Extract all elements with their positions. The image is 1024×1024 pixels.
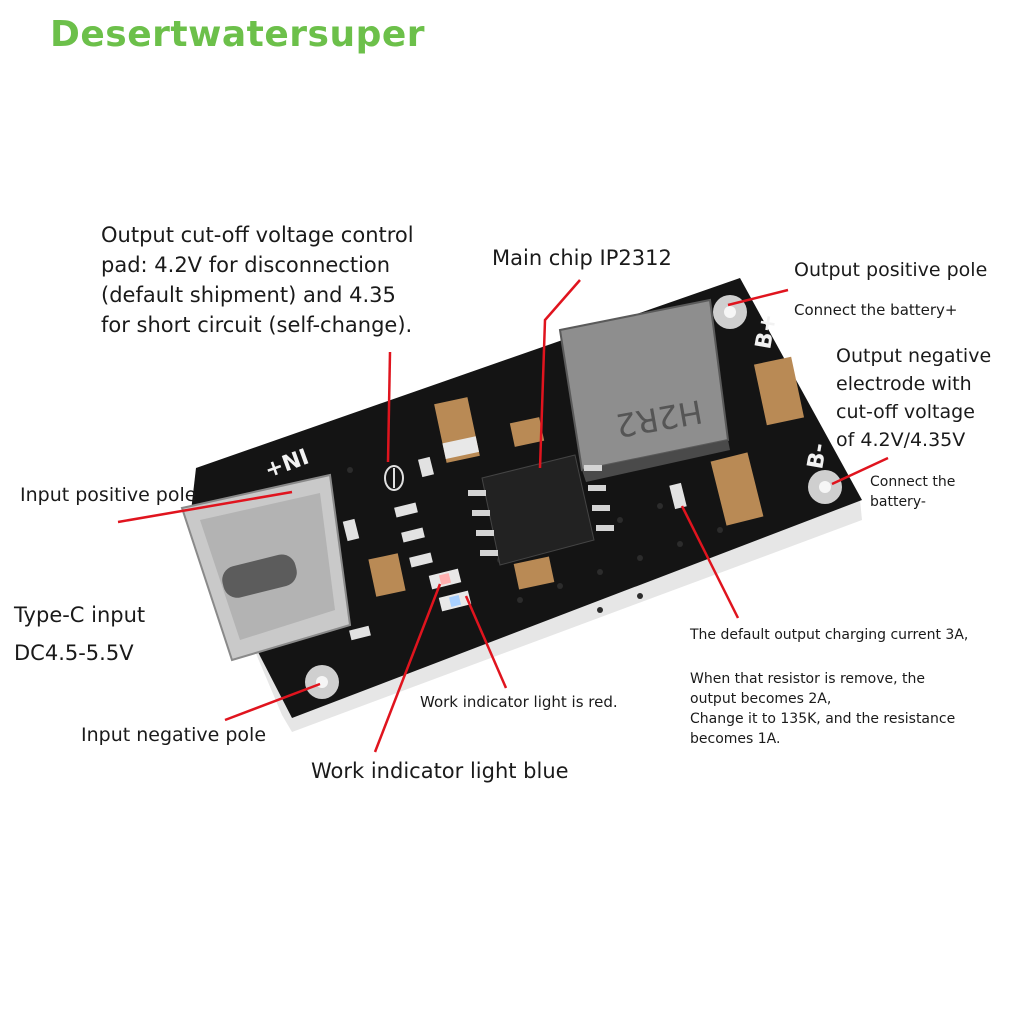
pointer-work-blue bbox=[373, 583, 442, 753]
pointer-main-chip bbox=[538, 279, 581, 469]
label-typec-input: Type-C input bbox=[14, 603, 146, 627]
label-connect-battery-neg: Connect the battery- bbox=[870, 472, 955, 512]
led-red bbox=[428, 568, 462, 590]
pointer-cutoff bbox=[386, 351, 392, 463]
label-cutoff-pad: Output cut-off voltage control pad: 4.2V… bbox=[101, 220, 414, 340]
main-chip bbox=[468, 454, 614, 566]
label-output-negative-line-1: Output negative bbox=[836, 345, 992, 367]
label-connect-battery-neg-line-1: Connect the bbox=[870, 474, 956, 490]
label-work-red: Work indicator light is red. bbox=[420, 693, 618, 711]
pad-in-minus bbox=[305, 665, 339, 699]
led-blue bbox=[438, 590, 472, 612]
pointer-lines bbox=[117, 279, 889, 753]
label-charging-current: The default output charging current 3A, … bbox=[690, 625, 968, 749]
pointer-output-positive bbox=[727, 288, 789, 307]
pointer-output-negative bbox=[831, 456, 889, 486]
label-cutoff-pad-line-1: Output cut-off voltage control bbox=[101, 223, 414, 247]
label-output-negative-line-3: cut-off voltage bbox=[836, 401, 975, 423]
pointer-input-positive bbox=[117, 490, 293, 524]
label-charging-current-line-5: Change it to 135K, and the resistance bbox=[690, 711, 956, 727]
pad-b-plus bbox=[713, 295, 747, 329]
label-charging-current-line-3: When that resistor is remove, the bbox=[690, 671, 926, 687]
label-output-positive: Output positive pole bbox=[794, 259, 988, 281]
capacitor-5 bbox=[509, 417, 555, 590]
label-cutoff-pad-line-3: (default shipment) and 4.35 bbox=[101, 283, 396, 307]
label-cutoff-pad-line-2: pad: 4.2V for disconnection bbox=[101, 253, 391, 277]
label-charging-current-line-2 bbox=[690, 645, 968, 669]
inductor: H2R2 bbox=[558, 298, 730, 482]
resistors bbox=[342, 456, 687, 641]
label-work-blue: Work indicator light blue bbox=[311, 759, 569, 783]
capacitor-3 bbox=[710, 452, 764, 526]
label-charging-current-line-1: The default output charging current 3A, bbox=[690, 627, 969, 643]
label-input-negative: Input negative pole bbox=[81, 724, 267, 746]
capacitor-2 bbox=[753, 356, 805, 426]
pad-b-minus bbox=[808, 470, 842, 504]
label-charging-current-line-6: becomes 1A. bbox=[690, 731, 781, 747]
label-dc-range: DC4.5-5.5V bbox=[14, 641, 134, 665]
capacitor-4 bbox=[368, 553, 406, 597]
label-input-positive: Input positive pole bbox=[20, 484, 197, 506]
label-output-negative: Output negative electrode with cut-off v… bbox=[836, 342, 991, 454]
capacitor-1 bbox=[434, 397, 480, 463]
label-cutoff-pad-line-4: for short circuit (self-change). bbox=[101, 313, 413, 337]
pointer-work-red bbox=[464, 595, 508, 689]
pointer-input-negative bbox=[224, 682, 321, 722]
silk-b-plus: B+ bbox=[751, 312, 782, 351]
typec-connector bbox=[180, 473, 352, 662]
cutoff-pad bbox=[384, 465, 404, 491]
label-output-negative-line-2: electrode with bbox=[836, 373, 972, 395]
label-main-chip: Main chip IP2312 bbox=[492, 246, 672, 270]
silk-b-minus: B- bbox=[803, 441, 832, 471]
label-connect-battery-neg-line-2: battery- bbox=[870, 494, 926, 510]
label-connect-battery-pos: Connect the battery+ bbox=[794, 301, 958, 319]
pointer-charging-current bbox=[680, 505, 740, 619]
label-charging-current-line-4: output becomes 2A, bbox=[690, 691, 832, 707]
label-output-negative-line-4: of 4.2V/4.35V bbox=[836, 429, 966, 451]
brand-watermark: Desertwatersuper bbox=[50, 14, 426, 55]
